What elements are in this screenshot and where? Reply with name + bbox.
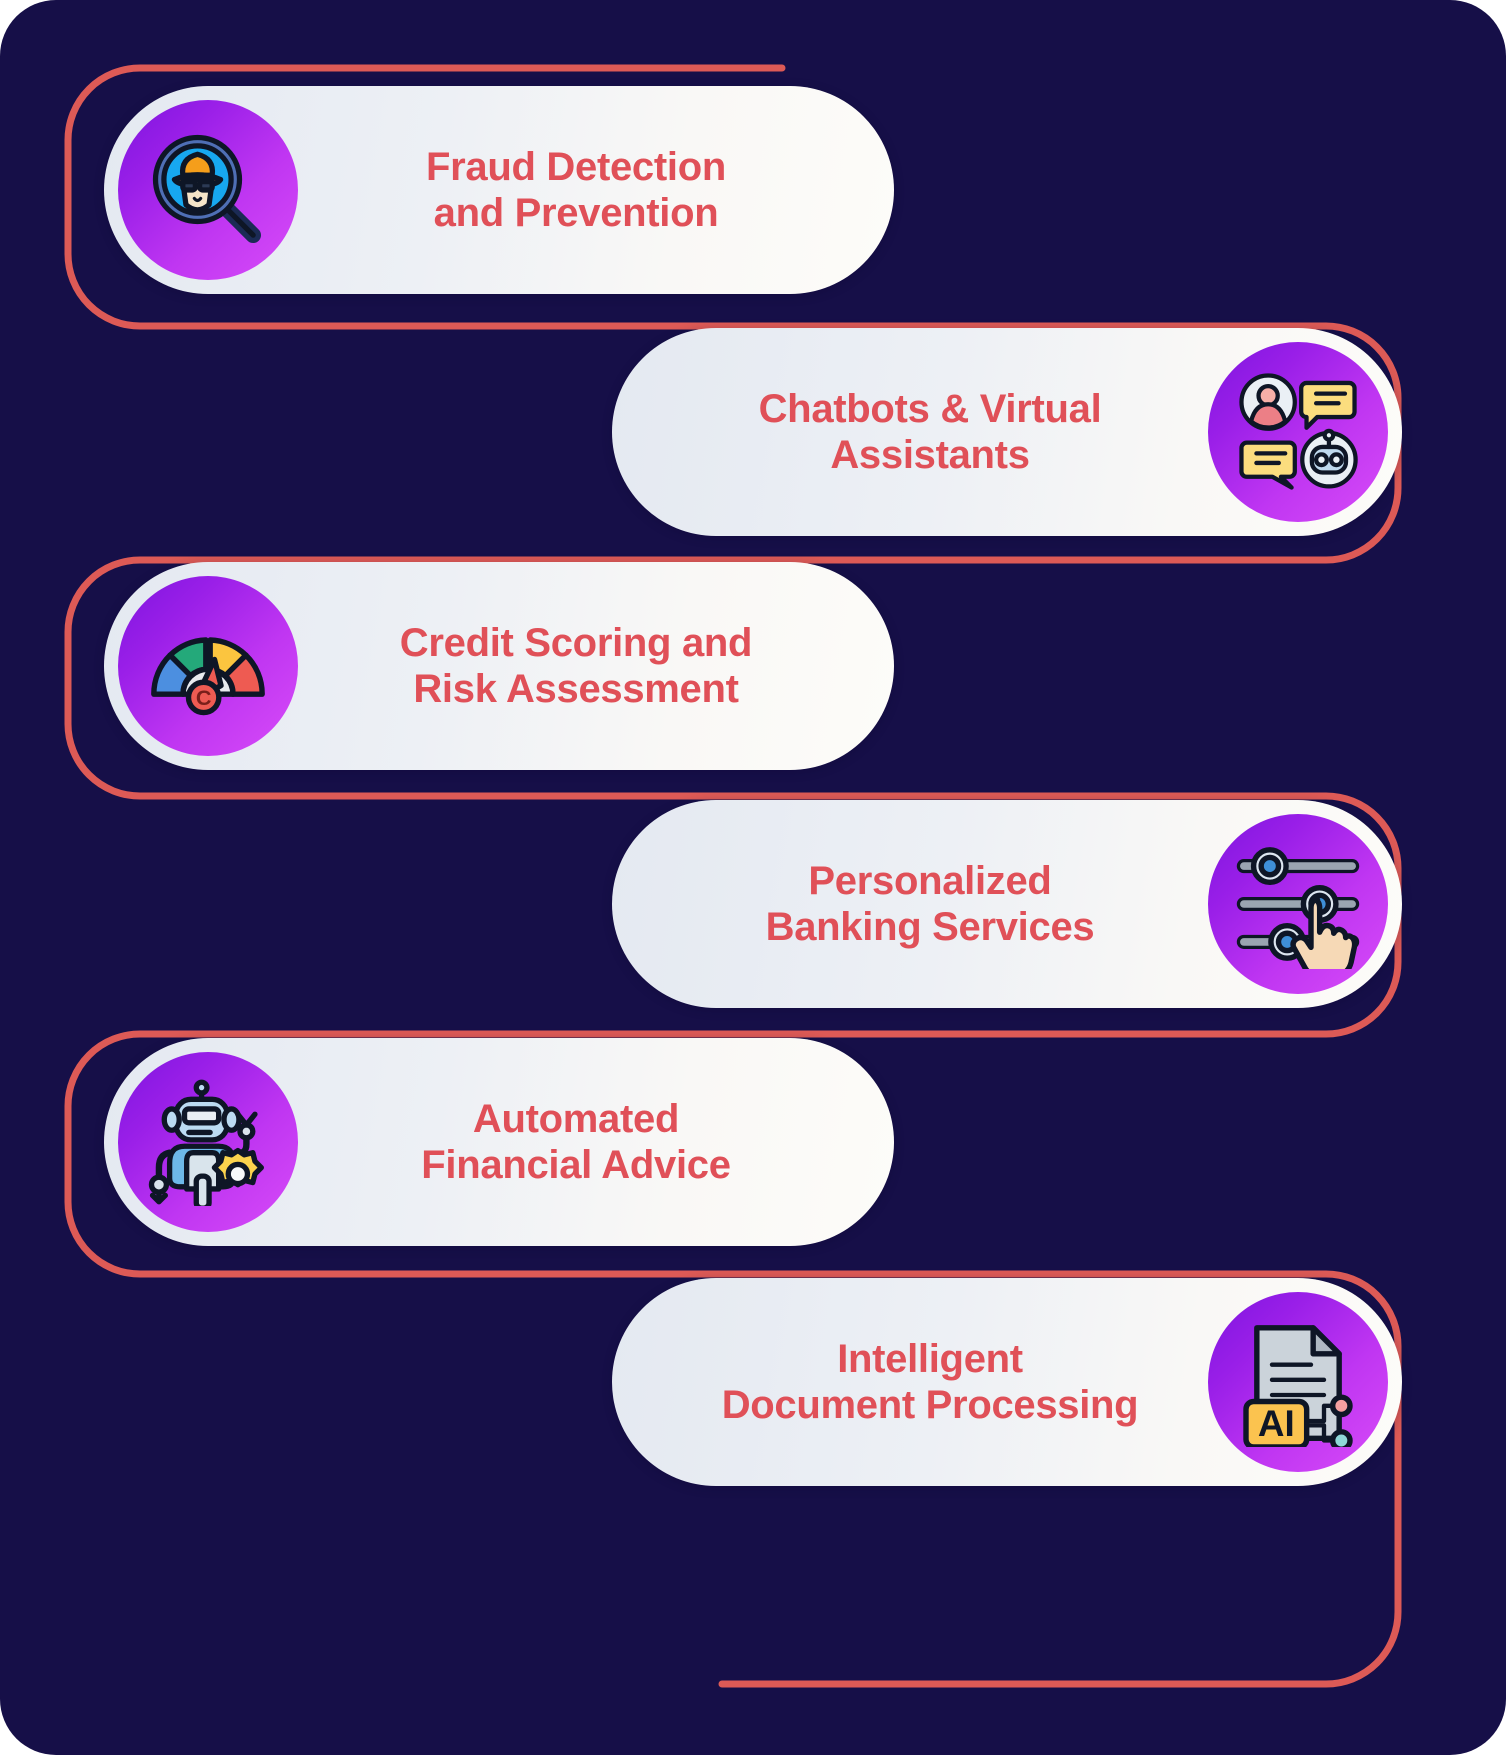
- card-label: Chatbots & Virtual Assistants: [758, 387, 1102, 477]
- card-credit-scoring[interactable]: C Credit Scoring and Risk Assessment: [104, 562, 894, 770]
- svg-text:C: C: [196, 685, 212, 710]
- svg-text:AI: AI: [1258, 1403, 1295, 1444]
- card-automated-advice[interactable]: Automated Financial Advice: [104, 1038, 894, 1246]
- robot-gear-icon: [118, 1052, 298, 1232]
- credit-gauge-icon: C: [118, 576, 298, 756]
- magnifier-spy-icon: [118, 100, 298, 280]
- chat-bot-avatar-icon: [1208, 342, 1388, 522]
- card-chatbots[interactable]: Chatbots & Virtual Assistants: [612, 328, 1402, 536]
- ai-document-icon: AI: [1208, 1292, 1388, 1472]
- sliders-hand-icon: [1208, 814, 1388, 994]
- card-document-processing[interactable]: AI Intelligent Document Processing: [612, 1278, 1402, 1486]
- card-fraud-detection[interactable]: Fraud Detection and Prevention: [104, 86, 894, 294]
- card-label: Fraud Detection and Prevention: [426, 145, 726, 235]
- card-label: Personalized Banking Services: [765, 859, 1095, 949]
- card-label: Intelligent Document Processing: [721, 1337, 1139, 1427]
- card-personalized-banking[interactable]: Personalized Banking Services: [612, 800, 1402, 1008]
- card-label: Credit Scoring and Risk Assessment: [399, 621, 753, 711]
- card-label: Automated Financial Advice: [421, 1097, 731, 1187]
